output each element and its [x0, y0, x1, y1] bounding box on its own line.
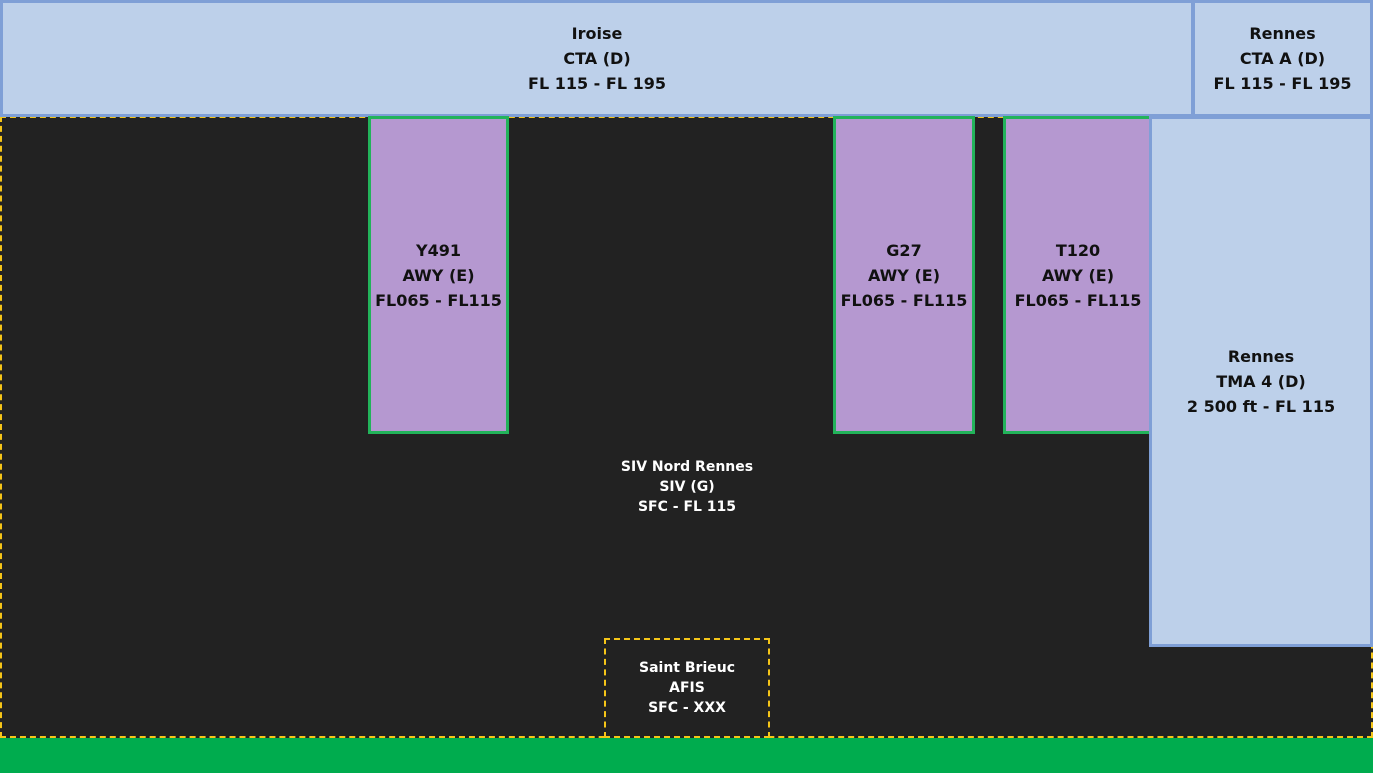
siv-label: SIV Nord Rennes SIV (G) SFC - FL 115 [587, 456, 787, 518]
y491-airway-zone: Y491 AWY (E) FL065 - FL115 [368, 116, 509, 434]
siv-name: SIV Nord Rennes [620, 459, 754, 475]
rennes-cta-class: CTA A (D) [1239, 49, 1326, 68]
siv-class: SIV (G) [659, 479, 715, 495]
iroise-class: CTA (D) [563, 49, 631, 68]
y491-class: AWY (E) [402, 265, 475, 285]
t120-airway-zone: T120 AWY (E) FL065 - FL115 [1003, 116, 1153, 434]
saint-brieuc-afis-zone: Saint Brieuc AFIS SFC - XXX [604, 638, 770, 738]
iroise-name: Iroise [571, 24, 623, 43]
siv-levels: SFC - FL 115 [637, 499, 737, 515]
g27-class: AWY (E) [867, 265, 941, 285]
rennes-cta-zone: Rennes CTA A (D) FL 115 - FL 195 [1192, 0, 1373, 117]
iroise-levels: FL 115 - FL 195 [528, 74, 666, 93]
saint-brieuc-levels: SFC - XXX [648, 700, 726, 716]
g27-airway-zone: G27 AWY (E) FL065 - FL115 [833, 116, 975, 434]
y491-name: Y491 [416, 240, 461, 260]
rennes-tma-class: TMA 4 (D) [1216, 372, 1306, 391]
ground-surface [0, 738, 1373, 773]
rennes-cta-name: Rennes [1249, 24, 1316, 43]
t120-name: T120 [1055, 240, 1101, 260]
saint-brieuc-class: AFIS [669, 680, 705, 696]
y491-levels: FL065 - FL115 [375, 290, 502, 310]
rennes-cta-levels: FL 115 - FL 195 [1213, 74, 1352, 93]
iroise-cta-zone: Iroise CTA (D) FL 115 - FL 195 [0, 0, 1194, 117]
t120-class: AWY (E) [1041, 265, 1115, 285]
g27-levels: FL065 - FL115 [840, 290, 968, 310]
saint-brieuc-name: Saint Brieuc [639, 660, 735, 676]
t120-levels: FL065 - FL115 [1014, 290, 1142, 310]
g27-name: G27 [886, 240, 922, 260]
rennes-tma-levels: 2 500 ft - FL 115 [1186, 397, 1336, 416]
rennes-tma-name: Rennes [1227, 347, 1295, 366]
rennes-tma-zone: Rennes TMA 4 (D) 2 500 ft - FL 115 [1149, 116, 1373, 647]
